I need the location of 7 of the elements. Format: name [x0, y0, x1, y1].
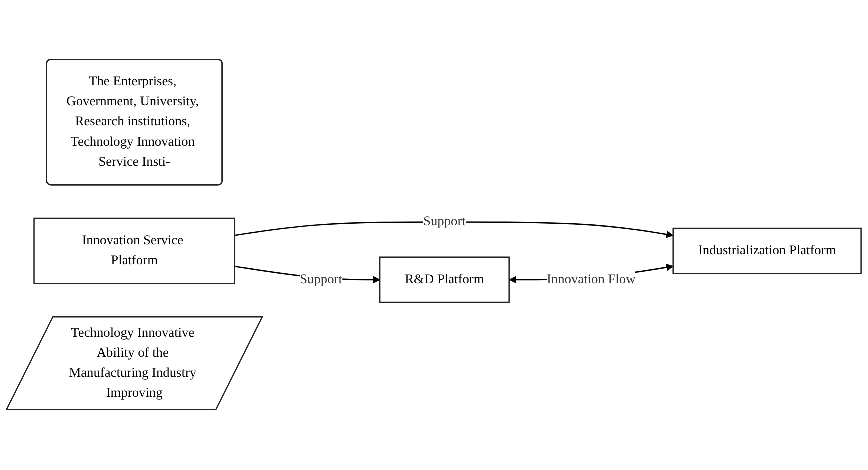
edge-label: Support [300, 272, 342, 287]
edge-label: Support [424, 214, 466, 230]
node-box: Industrialization Platform [672, 228, 862, 274]
edge-label: Innovation Flow [546, 272, 636, 287]
node-box: R&D Platform [379, 256, 510, 304]
arrow [234, 222, 674, 238]
node-box: Innovation Service Platform [34, 218, 236, 285]
